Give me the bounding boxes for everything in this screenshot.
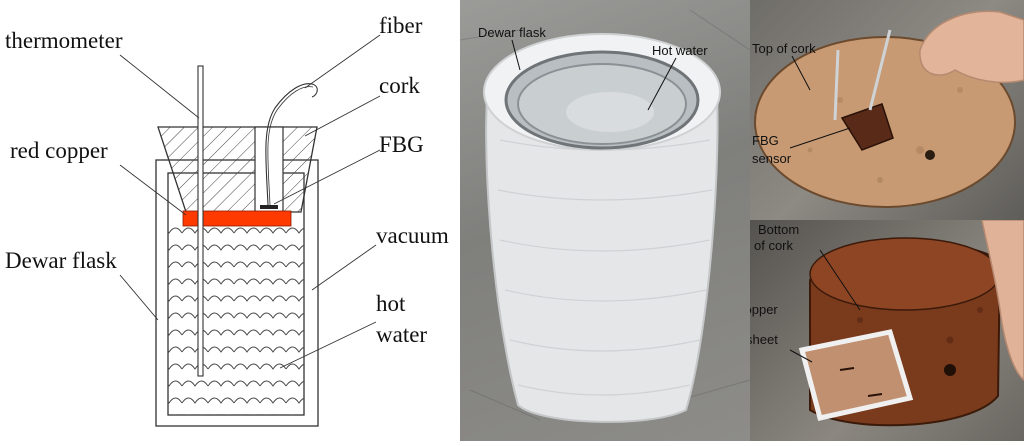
cork-bottom-drawing: Bottom of cork copper sheet xyxy=(750,220,1024,427)
photo-top-of-cork: Top of cork FBG sensor xyxy=(750,0,1024,220)
label-dewar-flask: Dewar flask xyxy=(5,248,117,273)
label-cork: cork xyxy=(379,73,420,98)
bubble-wrap-body xyxy=(485,78,719,423)
optical-fiber xyxy=(265,83,318,206)
hot-water-fill xyxy=(168,227,304,415)
label-photo-hot-water: Hot water xyxy=(652,43,708,58)
label-red-copper: red copper xyxy=(10,138,108,163)
dewar-photo-drawing: Dewar flask Hot water xyxy=(460,9,750,423)
photo-bottom-of-cork: Bottom of cork copper sheet xyxy=(750,220,1024,441)
photo-dewar-flask: Dewar flask Hot water xyxy=(460,0,750,441)
label-of-cork: of cork xyxy=(754,238,794,253)
cork-top-drawing: Top of cork FBG sensor xyxy=(752,10,1024,208)
label-fiber: fiber xyxy=(379,13,423,38)
label-photo-dewar-flask: Dewar flask xyxy=(478,25,546,40)
label-sheet: sheet xyxy=(750,332,778,347)
label-water: water xyxy=(376,322,427,347)
label-top-of-cork: Top of cork xyxy=(752,41,816,56)
label-vacuum: vacuum xyxy=(376,223,449,248)
cork-fiber-slot xyxy=(254,126,284,213)
copper-sheet xyxy=(798,329,914,421)
schematic-leader-lines xyxy=(119,34,381,369)
fbg-element xyxy=(260,205,278,209)
thermometer-rod xyxy=(197,65,204,377)
hand xyxy=(981,220,1024,381)
fbg-sensor-patch xyxy=(840,103,894,151)
cork-plug xyxy=(157,126,318,213)
label-bottom: Bottom xyxy=(758,222,799,237)
label-fbg: FBG xyxy=(752,133,779,148)
label-sensor: sensor xyxy=(752,151,792,166)
schematic-drawing: thermometer fiber cork FBG red copper De… xyxy=(5,13,449,427)
label-hot: hot xyxy=(376,291,406,316)
label-fbg: FBG xyxy=(379,132,424,157)
hand xyxy=(919,10,1024,84)
dewar-schematic: thermometer fiber cork FBG red copper De… xyxy=(0,0,460,441)
label-thermometer: thermometer xyxy=(5,28,123,53)
label-copper: copper xyxy=(750,302,778,317)
red-copper-plate xyxy=(182,210,292,227)
